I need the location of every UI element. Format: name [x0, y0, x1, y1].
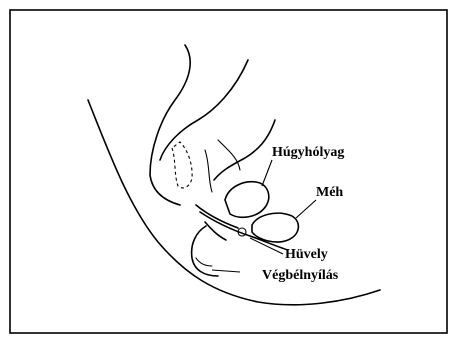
abdomen-outline: [214, 120, 275, 180]
label-anus: Végbélnyílás: [262, 268, 339, 283]
uterus-shape: [252, 213, 298, 242]
thigh-outline: [150, 45, 190, 205]
bladder-shape: [225, 182, 269, 218]
label-vagina: Hüvely: [285, 247, 328, 262]
pubic-bone: [172, 142, 192, 188]
bladder-leader: [262, 160, 272, 186]
urethra: [196, 205, 238, 228]
uterus-leader: [296, 200, 316, 218]
thigh-inner-outline: [160, 60, 248, 160]
pubic-fold-2: [218, 140, 240, 170]
diagram-frame: [10, 10, 447, 333]
buttock-curve: [192, 226, 218, 276]
pubic-fold: [205, 150, 212, 192]
label-uterus: Méh: [316, 185, 343, 200]
label-bladder: Húgyhólyag: [272, 145, 344, 160]
anus-leader: [212, 270, 240, 272]
anal-fold: [196, 258, 212, 266]
